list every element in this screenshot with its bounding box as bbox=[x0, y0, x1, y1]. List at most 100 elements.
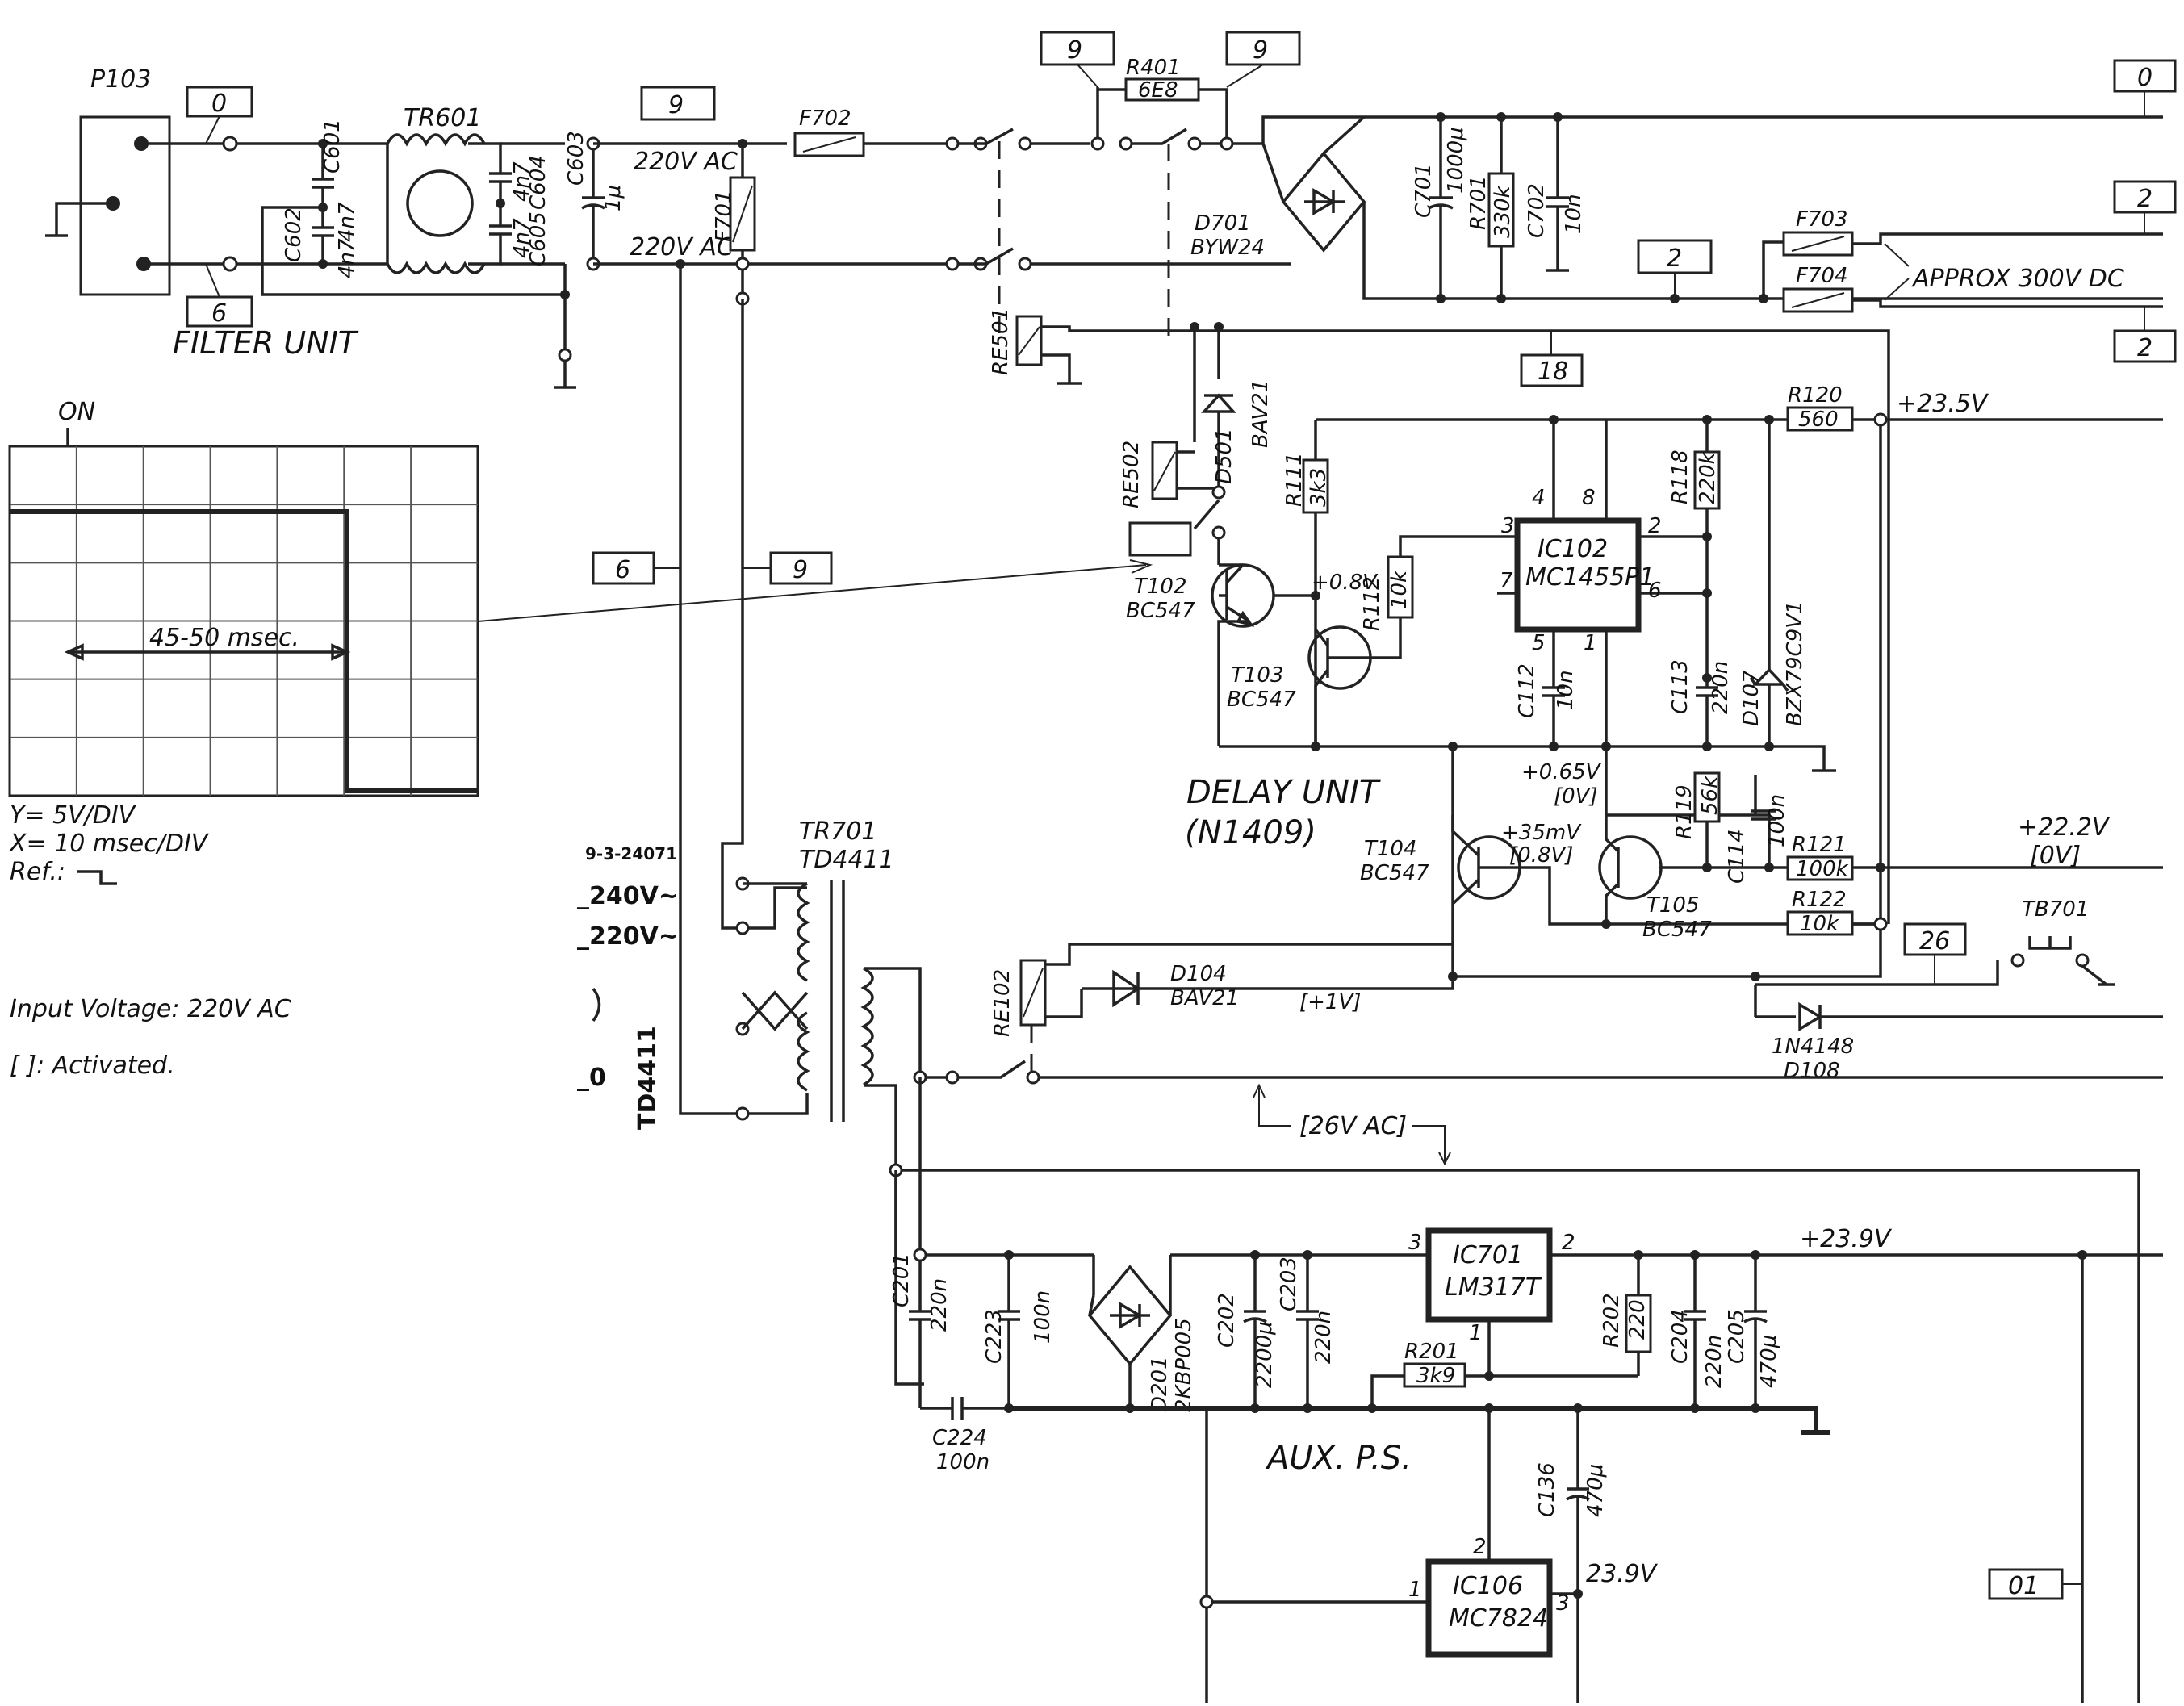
svg-text:470μ: 470μ bbox=[1584, 1464, 1608, 1517]
svg-text:D501: D501 bbox=[1212, 428, 1236, 484]
svg-text:D104: D104 bbox=[1170, 962, 1227, 986]
svg-text:C605: C605 bbox=[526, 211, 550, 266]
svg-text:2200μ: 2200μ bbox=[1253, 1321, 1277, 1388]
svg-text:C604: C604 bbox=[526, 155, 550, 210]
tr701-taps: 9-3-24071 _240V~ _220V~ _0 TD4411 bbox=[577, 844, 679, 1130]
svg-text:6: 6 bbox=[1648, 579, 1662, 603]
svg-text:R112: R112 bbox=[1360, 576, 1384, 631]
svg-text:IC106: IC106 bbox=[1453, 1572, 1523, 1600]
svg-text:C202: C202 bbox=[1215, 1293, 1239, 1348]
svg-text:4n7: 4n7 bbox=[510, 218, 534, 258]
svg-text:D701: D701 bbox=[1195, 211, 1251, 236]
scope-interval: 45-50 msec. bbox=[149, 624, 299, 652]
svg-text:R202: R202 bbox=[1600, 1293, 1624, 1348]
svg-text:C701: C701 bbox=[1412, 163, 1436, 218]
svg-text:D201: D201 bbox=[1148, 1356, 1172, 1412]
svg-text:T102: T102 bbox=[1134, 575, 1187, 599]
svg-text:[26V AC]: [26V AC] bbox=[1299, 1112, 1407, 1140]
svg-text:R111: R111 bbox=[1282, 452, 1307, 507]
svg-text:4n7: 4n7 bbox=[335, 238, 359, 278]
svg-text:D108: D108 bbox=[1784, 1059, 1840, 1083]
svg-text:100k: 100k bbox=[1796, 857, 1849, 881]
svg-text:220n: 220n bbox=[1312, 1311, 1336, 1364]
svg-text:6: 6 bbox=[615, 556, 630, 584]
svg-text:18: 18 bbox=[1538, 358, 1568, 386]
p103-label: P103 bbox=[90, 65, 151, 94]
ic701 bbox=[1425, 1227, 1553, 1323]
svg-text:TR601: TR601 bbox=[404, 104, 481, 132]
svg-text:C602: C602 bbox=[282, 207, 306, 262]
svg-text:IC102: IC102 bbox=[1538, 535, 1608, 563]
svg-text:C112: C112 bbox=[1515, 663, 1539, 718]
svg-text:R201: R201 bbox=[1404, 1340, 1459, 1364]
svg-text:F702: F702 bbox=[799, 107, 851, 131]
svg-text:3: 3 bbox=[1501, 514, 1515, 538]
connector-2-right-b bbox=[2113, 329, 2177, 363]
svg-text:LM317T: LM317T bbox=[1445, 1273, 1542, 1302]
svg-text:RE102: RE102 bbox=[990, 969, 1015, 1037]
svg-text:+22.2V: +22.2V bbox=[2018, 813, 2111, 842]
connector-2-right-a bbox=[2113, 180, 2177, 214]
svg-text:R701: R701 bbox=[1466, 175, 1491, 230]
svg-text:1: 1 bbox=[1584, 631, 1597, 655]
connector-26 bbox=[1903, 922, 1967, 956]
svg-text:[0V]: [0V] bbox=[2030, 842, 2081, 870]
svg-text:[+1V]: [+1V] bbox=[1299, 990, 1361, 1014]
svg-text:RE501: RE501 bbox=[989, 307, 1013, 375]
svg-text:C601: C601 bbox=[320, 119, 345, 174]
svg-text:2: 2 bbox=[1562, 1231, 1575, 1255]
svg-text:T105: T105 bbox=[1646, 893, 1700, 918]
svg-text:C201: C201 bbox=[889, 1252, 914, 1307]
svg-text:3: 3 bbox=[1408, 1231, 1422, 1255]
svg-text:C603: C603 bbox=[564, 131, 588, 186]
svg-text:3k3: 3k3 bbox=[1307, 468, 1331, 507]
svg-text:100n: 100n bbox=[936, 1450, 989, 1474]
v220-b: 220V AC bbox=[630, 233, 734, 261]
svg-text:10k: 10k bbox=[1387, 570, 1412, 609]
svg-text:10n: 10n bbox=[1562, 194, 1586, 234]
svg-text:F704: F704 bbox=[1796, 264, 1848, 288]
approx-300v-label: APPROX 300V DC bbox=[1911, 265, 2124, 293]
svg-text:220n: 220n bbox=[1702, 1335, 1726, 1388]
svg-text:+0.65V: +0.65V bbox=[1521, 760, 1602, 784]
svg-text:9: 9 bbox=[793, 556, 808, 584]
svg-text:MC1455P1: MC1455P1 bbox=[1525, 563, 1655, 592]
svg-text:8: 8 bbox=[1582, 486, 1596, 510]
v220-a: 220V AC bbox=[634, 148, 738, 176]
svg-text:100n: 100n bbox=[1031, 1290, 1055, 1344]
svg-text:BYW24: BYW24 bbox=[1190, 236, 1265, 260]
filter-unit: P103 0 6 C601 4n7 C602 4n7 TR601 4n7 C6 bbox=[45, 65, 625, 389]
svg-text:10k: 10k bbox=[1800, 912, 1839, 936]
svg-text:220n: 220n bbox=[927, 1278, 952, 1332]
svg-text:C205: C205 bbox=[1725, 1309, 1749, 1364]
svg-text:X= 10 msec/DIV: X= 10 msec/DIV bbox=[8, 830, 210, 858]
svg-text:R401: R401 bbox=[1126, 56, 1181, 80]
svg-text:[0V]: [0V] bbox=[1554, 784, 1598, 809]
connector-01 bbox=[1988, 1568, 2064, 1600]
connector-9-a bbox=[1040, 31, 1115, 66]
svg-text:BZX79C9V1: BZX79C9V1 bbox=[1783, 600, 1807, 726]
svg-text:F701: F701 bbox=[712, 190, 736, 242]
svg-text:+35mV: +35mV bbox=[1501, 821, 1582, 845]
svg-text:5: 5 bbox=[1532, 631, 1546, 655]
svg-text:Y= 5V/DIV: Y= 5V/DIV bbox=[10, 801, 137, 830]
svg-text:C203: C203 bbox=[1277, 1257, 1301, 1311]
svg-text:TD4411: TD4411 bbox=[634, 1026, 662, 1130]
activated-note: [ ]: Activated. bbox=[10, 1052, 175, 1080]
svg-text:2: 2 bbox=[2137, 334, 2153, 362]
svg-text:560: 560 bbox=[1798, 408, 1839, 432]
aux-ps-title: AUX. P.S. bbox=[1265, 1440, 1412, 1477]
svg-text:RE502: RE502 bbox=[1119, 441, 1144, 508]
svg-text:1μ: 1μ bbox=[601, 185, 625, 211]
svg-text:R121: R121 bbox=[1792, 833, 1847, 857]
svg-text:C702: C702 bbox=[1525, 183, 1549, 238]
connector-9-top bbox=[640, 86, 716, 121]
svg-text:TD4411: TD4411 bbox=[799, 846, 894, 874]
svg-text:T104: T104 bbox=[1364, 837, 1417, 861]
svg-text:BC547: BC547 bbox=[1227, 688, 1296, 712]
svg-text:01: 01 bbox=[2008, 1572, 2039, 1600]
svg-text:2: 2 bbox=[1648, 514, 1662, 538]
svg-text:BC547: BC547 bbox=[1360, 861, 1429, 885]
svg-text:9: 9 bbox=[1067, 36, 1082, 65]
